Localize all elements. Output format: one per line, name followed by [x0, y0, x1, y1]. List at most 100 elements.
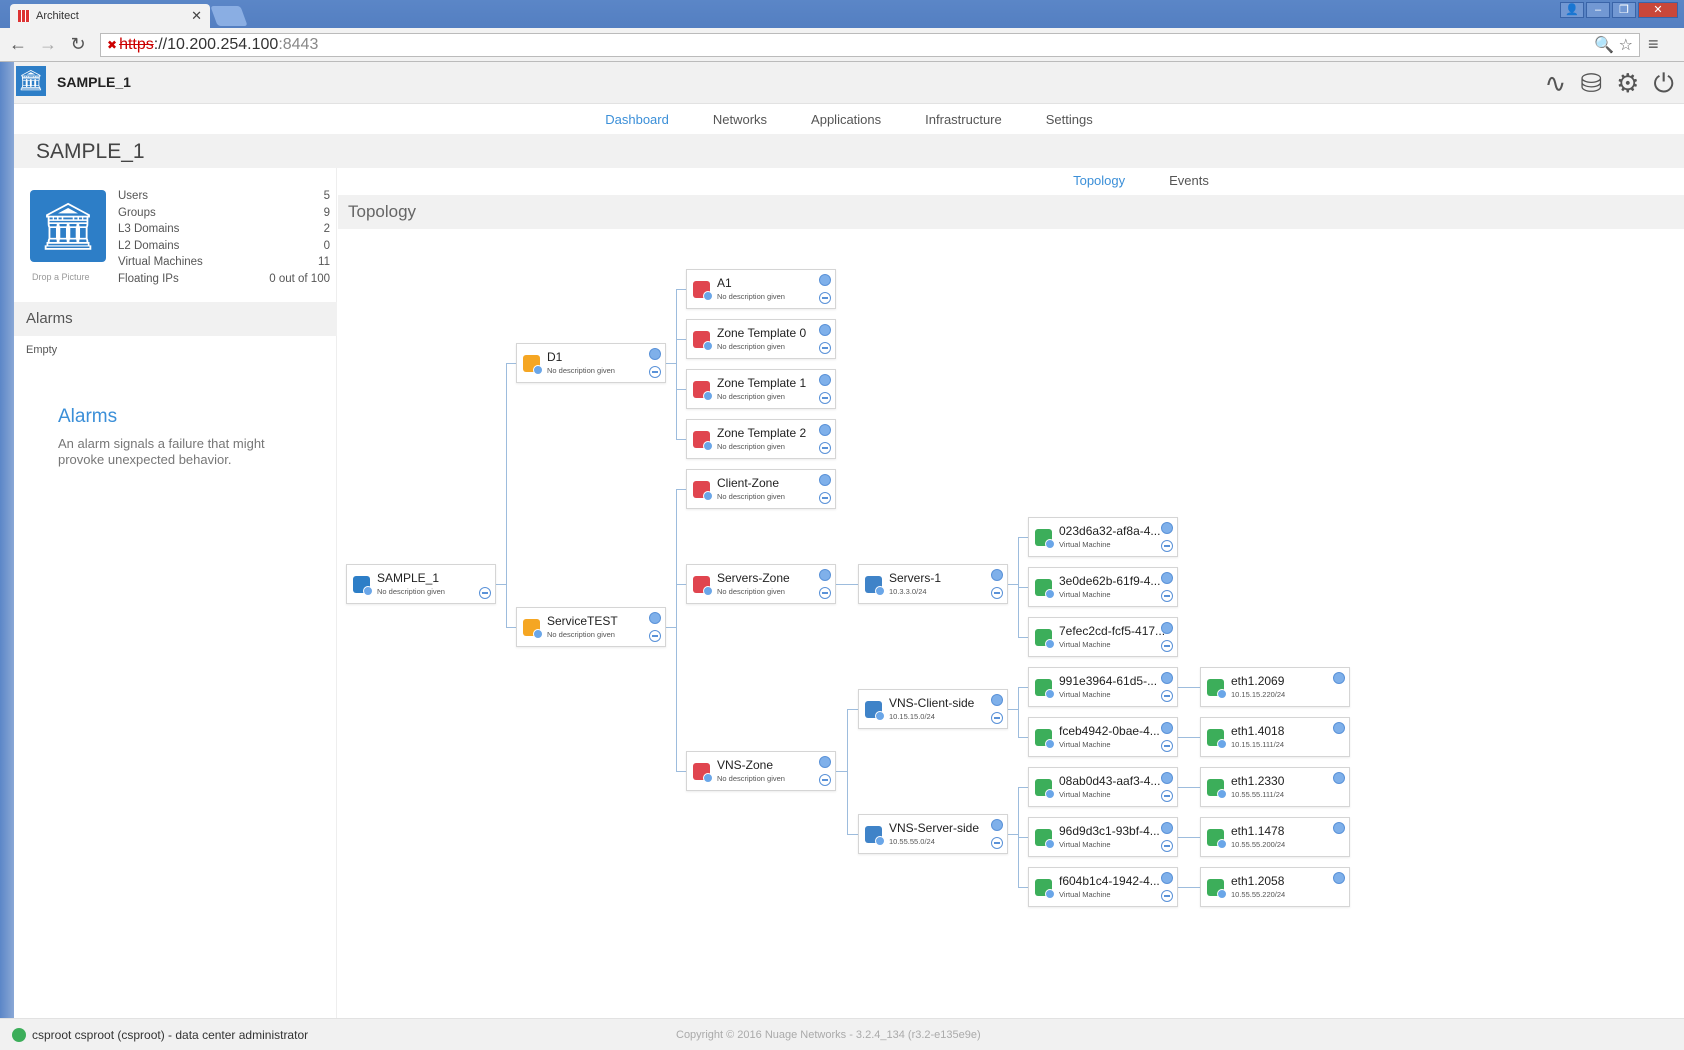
restore-button[interactable]: ❐ — [1612, 2, 1636, 18]
url-input[interactable]: ✖ https ://10.200.254.100 :8443 🔍 ☆ — [100, 32, 1640, 57]
collapse-icon[interactable] — [1161, 890, 1173, 902]
info-icon[interactable] — [819, 274, 831, 286]
info-icon[interactable] — [1161, 772, 1173, 784]
enterprise-icon[interactable]: 🏛 — [16, 66, 46, 96]
info-icon[interactable] — [649, 348, 661, 360]
new-tab-button[interactable] — [210, 6, 248, 26]
collapse-icon[interactable] — [1161, 790, 1173, 802]
back-icon[interactable]: ← — [9, 34, 27, 54]
close-tab-icon[interactable]: ✕ — [191, 8, 202, 23]
gears-icon[interactable]: ⚙ — [1616, 68, 1640, 98]
topology-node-vm3[interactable]: 7efec2cd-fcf5-417...Virtual Machine — [1028, 617, 1178, 657]
reload-icon[interactable]: ↻ — [70, 34, 86, 54]
collapse-icon[interactable] — [819, 292, 831, 304]
collapse-icon[interactable] — [991, 712, 1003, 724]
info-icon[interactable] — [1333, 822, 1345, 834]
info-icon[interactable] — [991, 694, 1003, 706]
info-icon[interactable] — [819, 756, 831, 768]
info-icon[interactable] — [819, 324, 831, 336]
info-icon[interactable] — [1161, 722, 1173, 734]
topology-node-vm2[interactable]: 3e0de62b-61f9-4...Virtual Machine — [1028, 567, 1178, 607]
power-icon[interactable]: ⏻ — [1653, 68, 1674, 98]
topology-node-vm1[interactable]: 023d6a32-af8a-4...Virtual Machine — [1028, 517, 1178, 557]
collapse-icon[interactable] — [819, 774, 831, 786]
topology-connector — [1178, 887, 1189, 888]
collapse-icon[interactable] — [819, 442, 831, 454]
topology-node-vm7[interactable]: 96d9d3c1-93bf-4...Virtual Machine — [1028, 817, 1178, 857]
nav-dashboard[interactable]: Dashboard — [605, 112, 669, 127]
collapse-icon[interactable] — [649, 630, 661, 642]
tab-events[interactable]: Events — [1169, 173, 1209, 188]
info-icon[interactable] — [991, 819, 1003, 831]
info-icon[interactable] — [1333, 722, 1345, 734]
collapse-icon[interactable] — [1161, 840, 1173, 852]
collapse-icon[interactable] — [819, 392, 831, 404]
info-icon[interactable] — [819, 424, 831, 436]
info-icon[interactable] — [1161, 522, 1173, 534]
info-icon[interactable] — [819, 374, 831, 386]
collapse-icon[interactable] — [1161, 690, 1173, 702]
info-icon[interactable] — [991, 569, 1003, 581]
menu-icon[interactable]: ≡ — [1648, 34, 1659, 54]
info-icon[interactable] — [1333, 772, 1345, 784]
info-icon[interactable] — [649, 612, 661, 624]
minimize-button[interactable]: – — [1586, 2, 1610, 18]
database-settings-icon[interactable]: ⛁ — [1580, 68, 1603, 98]
topology-node-vm5[interactable]: fceb4942-0bae-4...Virtual Machine — [1028, 717, 1178, 757]
topology-node-vm8[interactable]: f604b1c4-1942-4...Virtual Machine — [1028, 867, 1178, 907]
collapse-icon[interactable] — [991, 587, 1003, 599]
collapse-icon[interactable] — [479, 587, 491, 599]
collapse-icon[interactable] — [1161, 640, 1173, 652]
collapse-icon[interactable] — [649, 366, 661, 378]
close-window-button[interactable]: ✕ — [1638, 2, 1678, 18]
nav-infrastructure[interactable]: Infrastructure — [925, 112, 1002, 127]
info-icon[interactable] — [819, 569, 831, 581]
collapse-icon[interactable] — [819, 587, 831, 599]
collapse-icon[interactable] — [1161, 590, 1173, 602]
collapse-icon[interactable] — [1161, 540, 1173, 552]
pulse-icon[interactable]: ∿ — [1544, 68, 1567, 98]
topology-node-vm6[interactable]: 08ab0d43-aaf3-4...Virtual Machine — [1028, 767, 1178, 807]
info-icon[interactable] — [1161, 822, 1173, 834]
info-icon[interactable] — [1333, 872, 1345, 884]
info-icon[interactable] — [1161, 872, 1173, 884]
browser-tab[interactable]: Architect ✕ — [10, 4, 210, 28]
nav-settings[interactable]: Settings — [1045, 112, 1093, 127]
info-icon[interactable] — [1333, 672, 1345, 684]
info-icon[interactable] — [1161, 622, 1173, 634]
nav-applications[interactable]: Applications — [811, 112, 882, 127]
nav-networks[interactable]: Networks — [712, 112, 768, 127]
collapse-icon[interactable] — [819, 492, 831, 504]
info-icon[interactable] — [1161, 572, 1173, 584]
info-icon[interactable] — [1161, 672, 1173, 684]
user-icon[interactable]: 👤 — [1560, 2, 1584, 18]
collapse-icon[interactable] — [991, 837, 1003, 849]
tab-topology[interactable]: Topology — [1073, 173, 1126, 188]
zoom-bookmark-icons[interactable]: 🔍 ☆ — [1594, 36, 1633, 54]
collapse-icon[interactable] — [1161, 740, 1173, 752]
topology-node-vm4[interactable]: 991e3964-61d5-...Virtual Machine — [1028, 667, 1178, 707]
collapse-icon[interactable] — [819, 342, 831, 354]
forward-icon[interactable]: → — [39, 34, 57, 54]
enterprise-picture[interactable]: 🏛 — [30, 190, 106, 262]
info-icon[interactable] — [819, 474, 831, 486]
